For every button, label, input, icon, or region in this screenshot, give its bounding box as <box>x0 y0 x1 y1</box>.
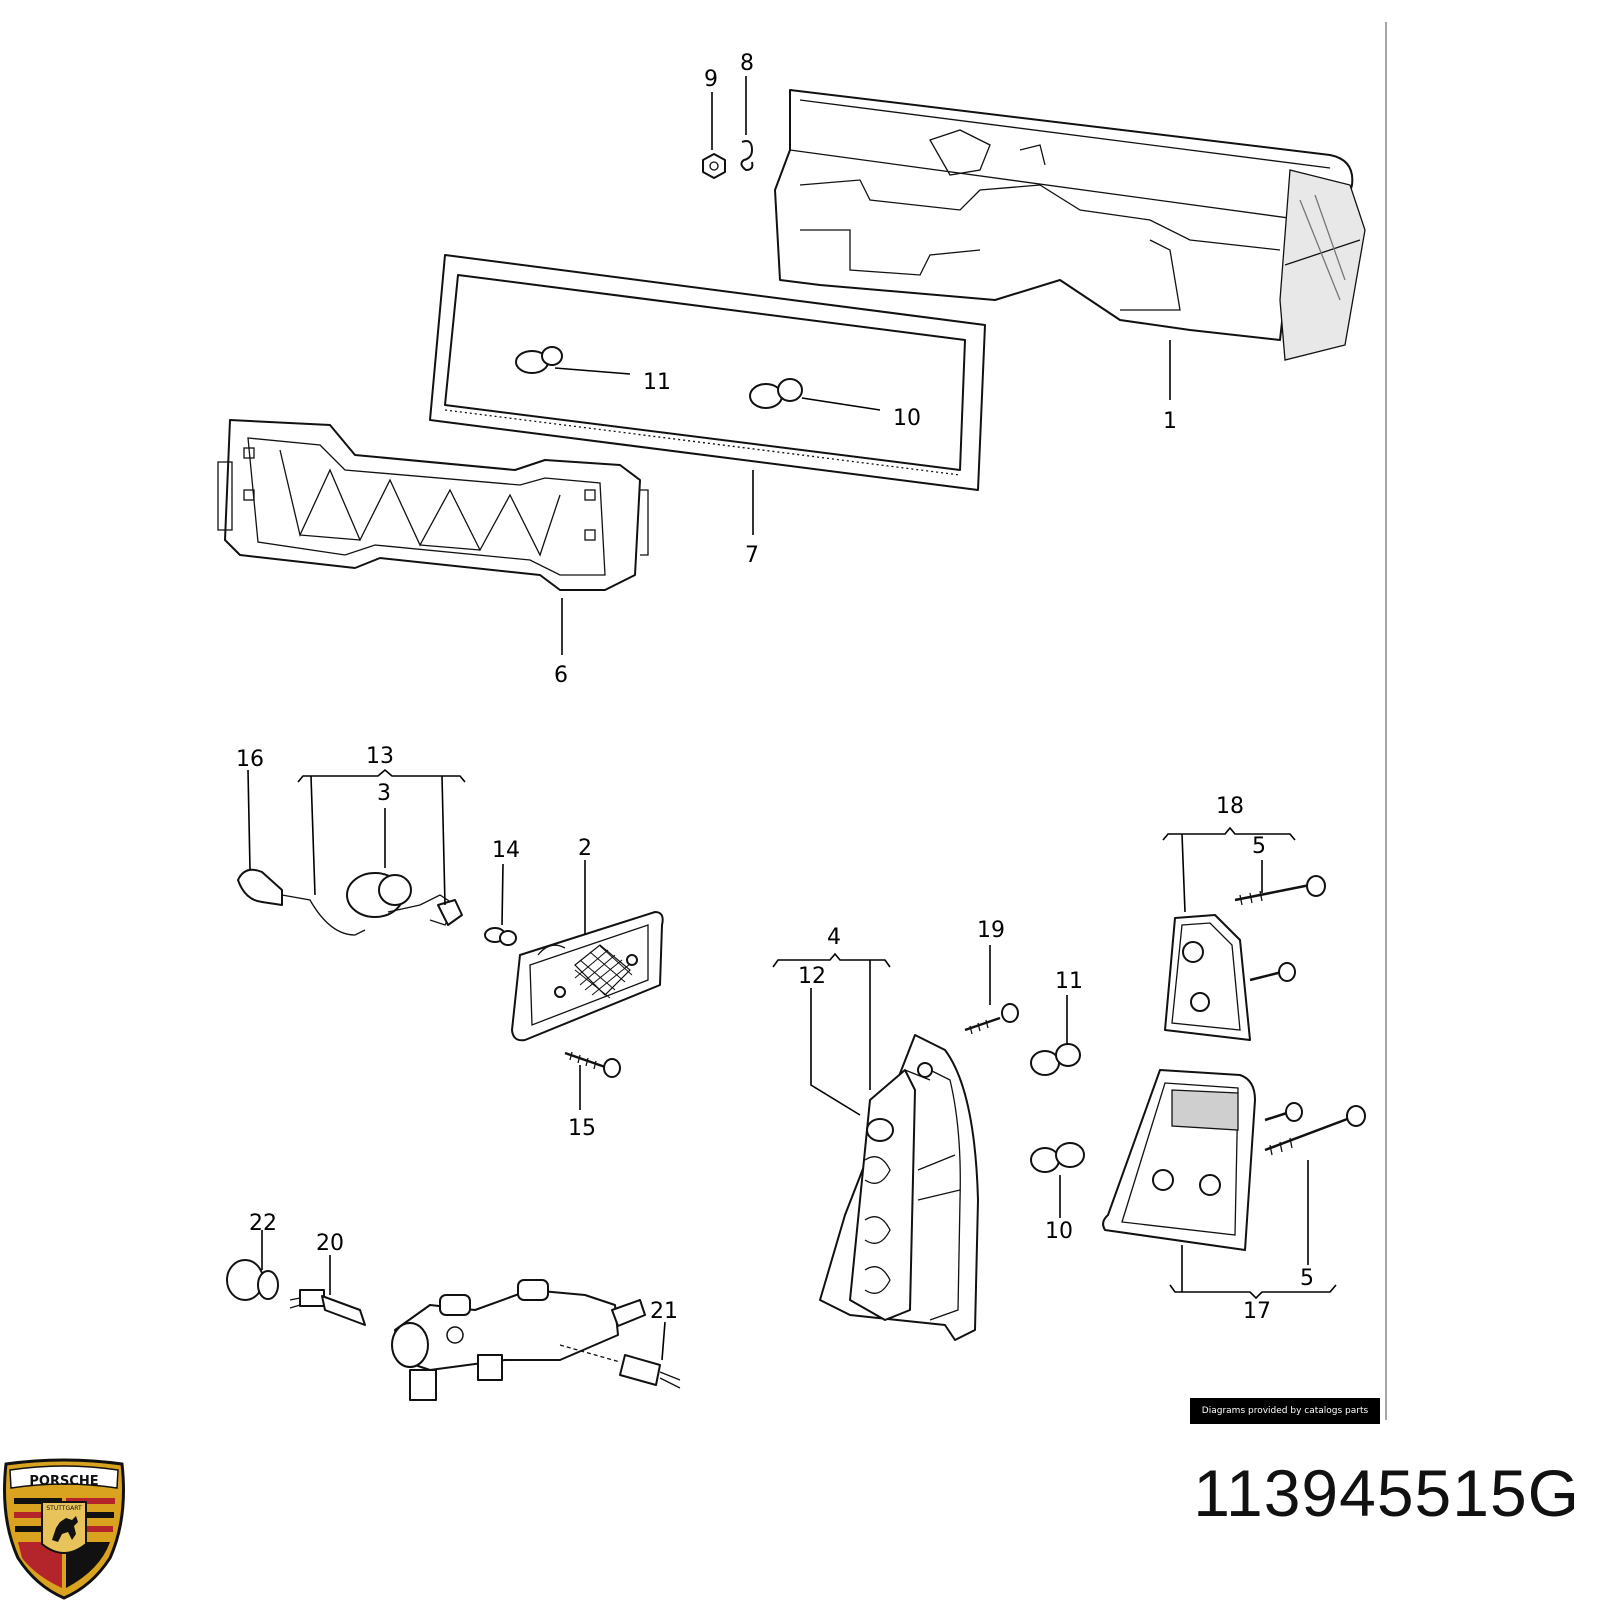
logo-city: STUTTGART <box>46 1505 82 1512</box>
bulb-11-lower <box>1030 1043 1081 1076</box>
callout-21: 21 <box>650 1299 678 1324</box>
switch-21 <box>559 1344 681 1389</box>
tail-lamp-housing <box>774 89 1366 361</box>
callout-10b: 10 <box>1045 1219 1073 1244</box>
screw-19 <box>964 1003 1019 1035</box>
callout-11b: 11 <box>1055 969 1083 994</box>
bulb-11-top <box>515 346 563 374</box>
callout-1: 1 <box>1163 409 1177 434</box>
brake-master-cylinder <box>391 1279 646 1401</box>
callout-15: 15 <box>568 1116 596 1141</box>
horse-icon <box>52 1516 78 1542</box>
switch-20 <box>289 1289 366 1326</box>
cap-22 <box>226 1259 279 1301</box>
screw-15 <box>564 1051 621 1078</box>
callout-4: 4 <box>827 925 841 950</box>
callout-7: 7 <box>745 543 759 568</box>
reflector-18 <box>1164 875 1326 1041</box>
bulb-10-lower <box>1030 1142 1085 1173</box>
callout-16: 16 <box>236 747 264 772</box>
callout-19: 19 <box>977 918 1005 943</box>
callout-22: 22 <box>249 1211 277 1236</box>
bulb-14 <box>484 927 517 946</box>
diagram-credit: Diagrams provided by catalogs parts <box>1190 1398 1380 1424</box>
callout-2: 2 <box>578 836 592 861</box>
callout-10a: 10 <box>893 406 921 431</box>
nut-9 <box>702 153 726 179</box>
bulb-holder <box>819 1034 979 1341</box>
callout-5b: 5 <box>1300 1266 1314 1291</box>
callout-labels: 1 2 3 4 5 5 6 7 8 9 10 10 11 11 12 13 14… <box>236 51 1314 1324</box>
callout-5a: 5 <box>1252 834 1266 859</box>
callout-6: 6 <box>554 663 568 688</box>
part-number: 113945515G <box>1193 1456 1580 1530</box>
callout-20: 20 <box>316 1231 344 1256</box>
reflector-17 <box>1102 1069 1366 1251</box>
callout-8: 8 <box>740 51 754 76</box>
callout-9: 9 <box>704 67 718 92</box>
spring-clip-8 <box>740 140 754 172</box>
porsche-crest-logo: PORSCHE STUTTGART <box>3 1458 125 1600</box>
bulb-10-top <box>749 378 803 409</box>
logo-wordmark: PORSCHE <box>29 1474 98 1489</box>
callout-14: 14 <box>492 838 520 863</box>
callout-11a: 11 <box>643 370 671 395</box>
gasket-frame <box>429 254 986 491</box>
callout-17: 17 <box>1243 1299 1271 1324</box>
callout-13: 13 <box>366 744 394 769</box>
leader-lines <box>247 76 1337 1361</box>
side-marker-socket-assembly <box>237 868 463 936</box>
mounting-frame <box>217 419 649 591</box>
side-marker-lens <box>511 911 664 1042</box>
callout-12: 12 <box>798 964 826 989</box>
callout-3: 3 <box>377 781 391 806</box>
callout-18: 18 <box>1216 794 1244 819</box>
